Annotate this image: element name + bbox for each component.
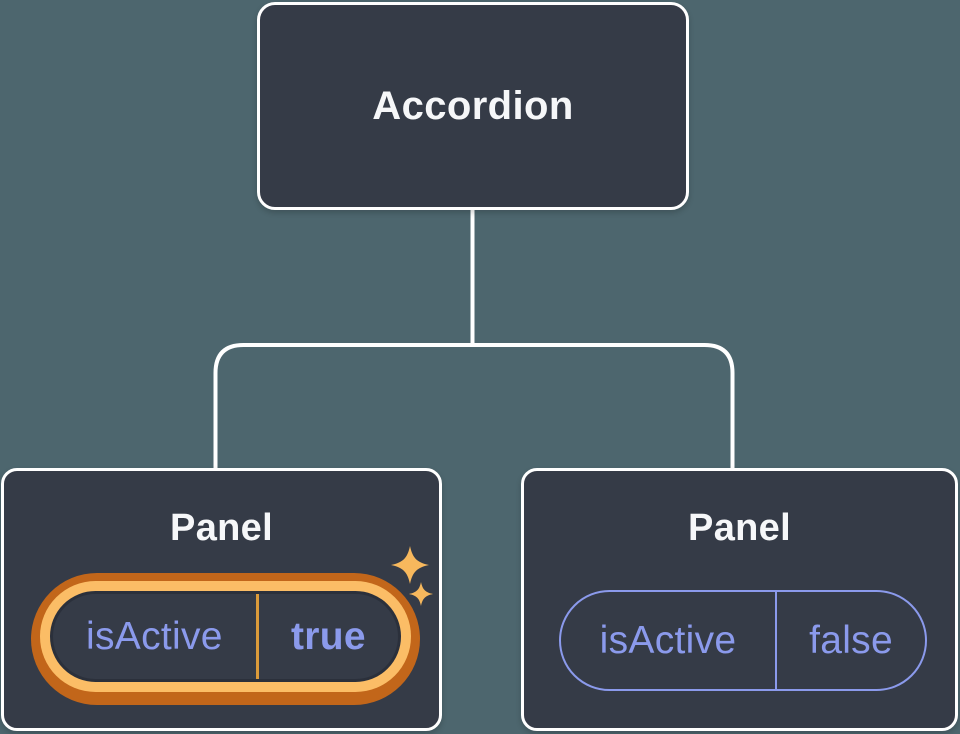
panel-node-inactive: Panel isActive false (521, 468, 958, 731)
panel-node-label: Panel (170, 507, 273, 549)
state-value: true (290, 614, 366, 658)
state-pill-active: isActive true (50, 591, 401, 682)
state-value: false (809, 618, 893, 662)
state-pill-highlight-inner-ring: isActive true (40, 581, 411, 692)
state-pill-divider (775, 592, 778, 689)
connector-bracket (213, 343, 735, 469)
sparkle-small (409, 582, 433, 606)
state-pill-highlight-ring: isActive true (31, 573, 420, 705)
state-name: isActive (86, 614, 223, 658)
sparkle-large (391, 546, 429, 584)
sparkles-icon (391, 546, 433, 606)
panel-node-label: Panel (688, 507, 791, 549)
state-name: isActive (599, 618, 737, 662)
state-pill-divider (255, 594, 259, 679)
state-pill-inactive: isActive false (559, 590, 927, 691)
accordion-node-label: Accordion (372, 83, 574, 128)
panel-node-active: Panel isActive true (1, 468, 442, 731)
accordion-node: Accordion (257, 2, 689, 210)
